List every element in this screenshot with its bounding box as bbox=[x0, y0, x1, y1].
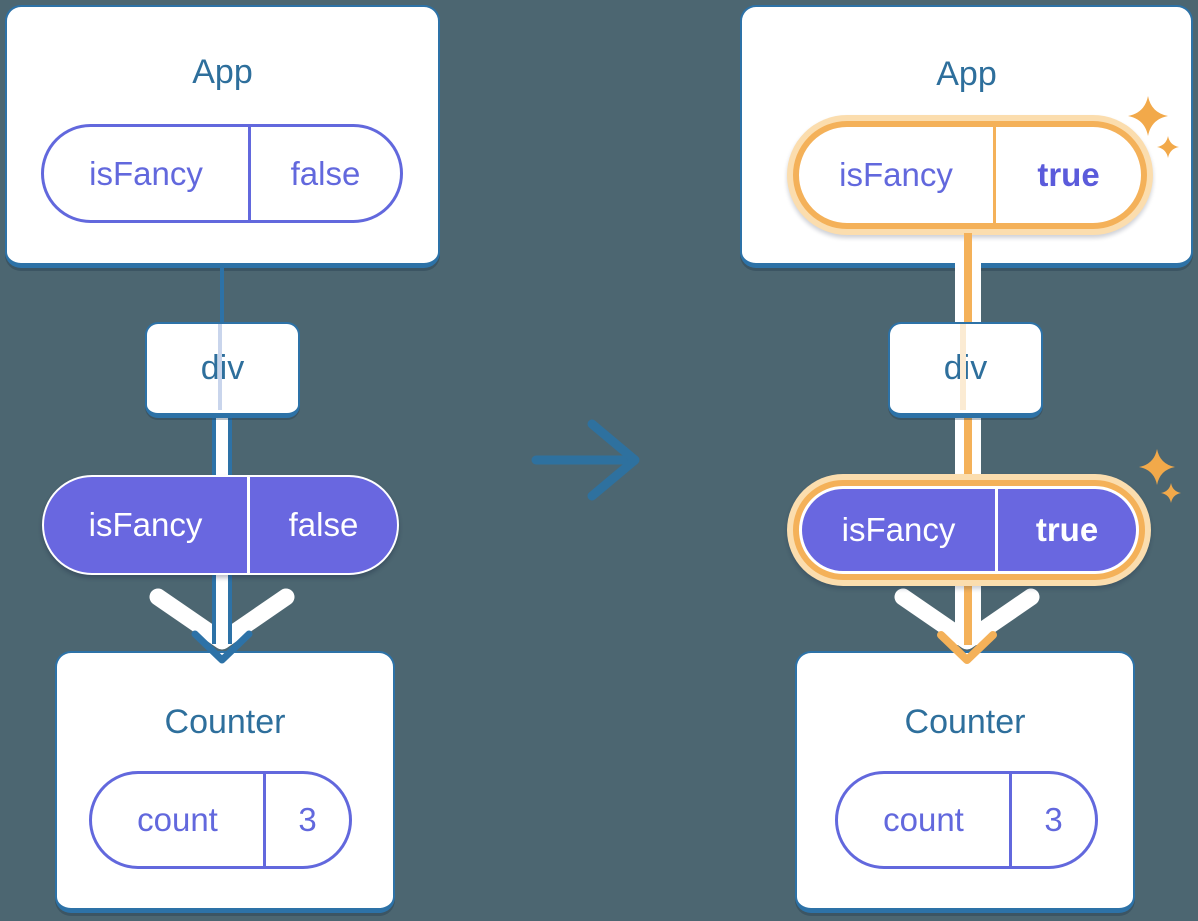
counter-state-pill: count 3 bbox=[89, 771, 352, 869]
counter-state-pill: count 3 bbox=[835, 771, 1098, 869]
sparkle-icon bbox=[1161, 483, 1181, 503]
prop-value: true bbox=[1035, 511, 1099, 548]
counter-title: Counter bbox=[164, 703, 286, 741]
prop-flow-through-line bbox=[960, 324, 966, 410]
counter-card-after: Counter count 3 bbox=[795, 651, 1135, 913]
app-title: App bbox=[192, 53, 253, 91]
sparkle-icon bbox=[1139, 449, 1175, 485]
state-name: count bbox=[883, 801, 964, 838]
state-name: count bbox=[137, 801, 218, 838]
passed-prop-pill-after: isFancy true bbox=[802, 489, 1136, 571]
prop-name: isFancy bbox=[839, 156, 953, 193]
pill-divider bbox=[263, 774, 266, 866]
edge-app-to-div bbox=[220, 266, 224, 324]
prop-value: true bbox=[1037, 156, 1100, 193]
div-box-before: div bbox=[145, 322, 300, 418]
passed-prop-pill-after-highlighted: isFancy true bbox=[787, 474, 1151, 586]
pill-divider bbox=[248, 127, 251, 220]
pill-divider bbox=[995, 489, 998, 571]
highlight-ring: isFancy true bbox=[793, 480, 1145, 580]
highlight-ring: isFancy true bbox=[793, 121, 1147, 229]
app-title: App bbox=[936, 55, 997, 93]
pill-divider bbox=[1009, 774, 1012, 866]
app-prop-pill: isFancy false bbox=[41, 124, 403, 223]
passed-prop-pill-before: isFancy false bbox=[42, 475, 399, 575]
prop-flow-line-after bbox=[964, 233, 972, 645]
state-value: 3 bbox=[298, 801, 317, 838]
counter-card-before: Counter count 3 bbox=[55, 651, 395, 913]
prop-name: isFancy bbox=[88, 506, 203, 543]
pill-divider bbox=[993, 127, 996, 223]
state-value: 3 bbox=[1044, 801, 1063, 838]
prop-flow-through-line bbox=[218, 324, 222, 410]
counter-title: Counter bbox=[904, 703, 1026, 741]
pill-divider bbox=[247, 477, 250, 573]
app-card-after: App isFancy true bbox=[740, 5, 1193, 268]
div-label: div bbox=[200, 349, 245, 387]
div-box-after: div bbox=[888, 322, 1043, 418]
app-prop-pill-highlighted: isFancy true bbox=[787, 115, 1153, 235]
prop-value: false bbox=[288, 506, 359, 543]
prop-value: false bbox=[290, 154, 361, 192]
app-card-before: App isFancy false bbox=[5, 5, 440, 268]
arrow-head bbox=[587, 419, 640, 501]
prop-name: isFancy bbox=[89, 154, 203, 192]
transition-arrow-icon bbox=[531, 419, 640, 501]
prop-name: isFancy bbox=[841, 511, 956, 548]
